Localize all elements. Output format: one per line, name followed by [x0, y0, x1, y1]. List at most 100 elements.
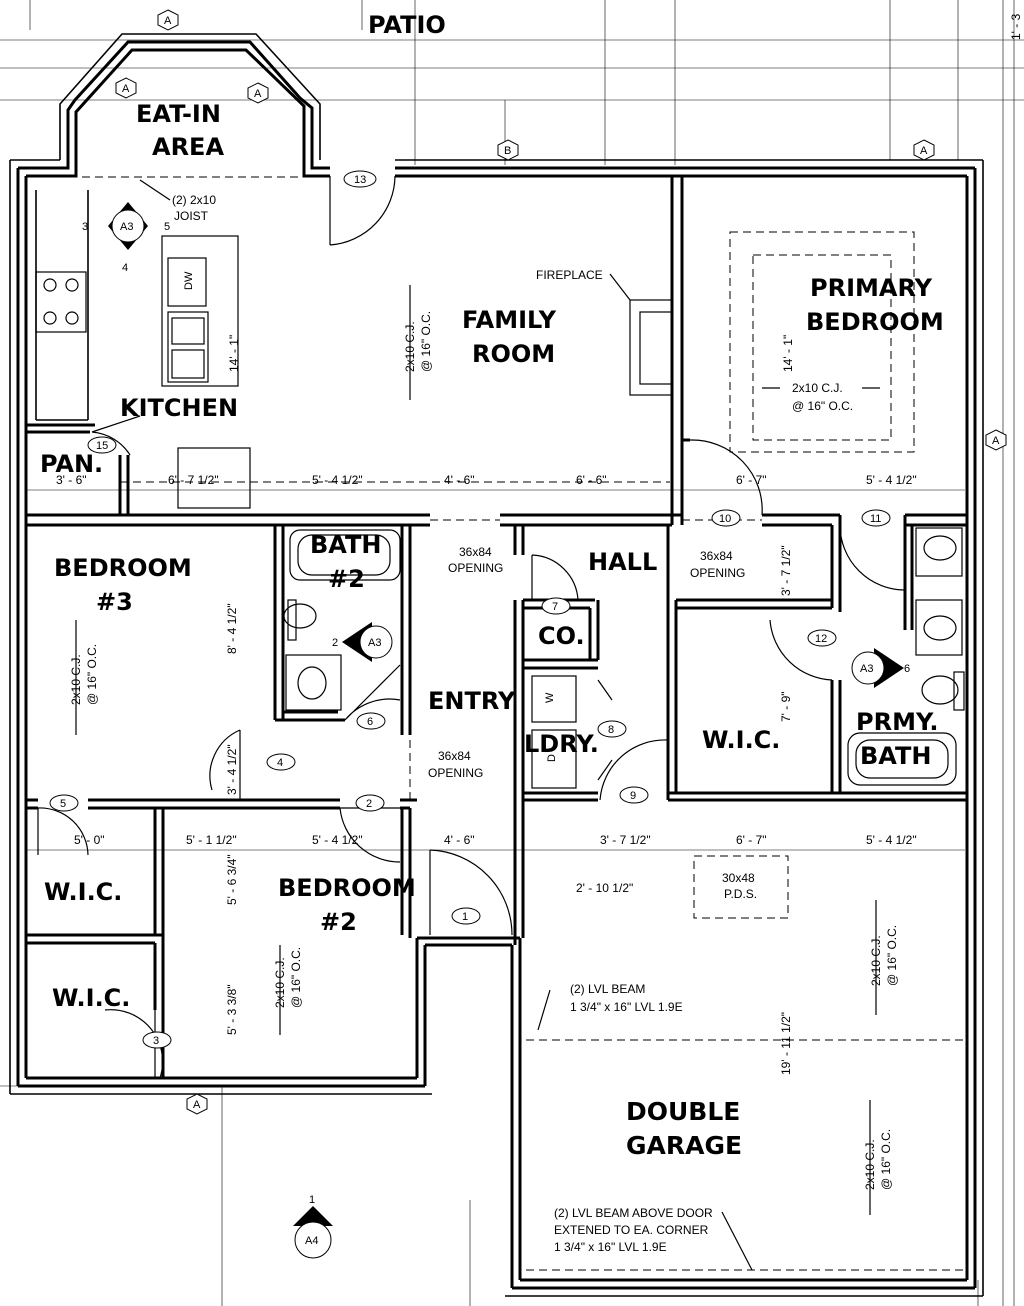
dim-hall-depth: 3' - 4 1/2" — [225, 744, 239, 795]
section-marker-kitchen: A3 3 5 4 — [82, 202, 170, 274]
grid-tag-a: A — [913, 139, 935, 161]
dishwasher-icon — [167, 257, 207, 307]
openings — [30, 176, 964, 1271]
cj-note-bed2-2: @ 16" O.C. — [289, 947, 303, 1008]
primary-bath-label-2: BATH — [860, 742, 931, 770]
cj-note-garage-b-2: @ 16" O.C. — [879, 1129, 893, 1190]
svg-text:A: A — [920, 145, 928, 157]
bedroom3-label-2: #3 — [96, 588, 133, 616]
svg-text:A: A — [164, 15, 172, 27]
dim-garage-a: 3' - 7 1/2" — [600, 833, 651, 847]
svg-text:10: 10 — [719, 513, 731, 525]
lvl-door-note-3: 1 3/4" x 16" LVL 1.9E — [554, 1240, 667, 1254]
svg-text:6: 6 — [367, 716, 373, 728]
door-6 — [344, 664, 401, 721]
opening-label: OPENING — [448, 561, 503, 575]
fireplace-note: FIREPLACE — [536, 268, 603, 282]
dim-wic-a: 5' - 0" — [74, 833, 105, 847]
toilet-icon — [921, 675, 959, 705]
grid-tag-a: A — [115, 77, 137, 99]
svg-text:A: A — [122, 83, 130, 95]
grid-tag-a: A — [985, 429, 1007, 451]
svg-text:8: 8 — [608, 724, 614, 736]
bathtub-icon — [289, 529, 401, 581]
section-marker-a4: A4 1 — [293, 1194, 333, 1259]
dim-pds-offset: 2' - 10 1/2" — [576, 881, 633, 895]
eat-in-label-2: AREA — [152, 133, 224, 161]
svg-text:A4: A4 — [305, 1235, 318, 1247]
pantry-label: PAN. — [40, 450, 103, 478]
fridge-icon — [177, 447, 251, 509]
dim-entry-b: 4' - 6" — [444, 833, 475, 847]
dim-garage-b: 6' - 7" — [736, 833, 767, 847]
svg-text:A: A — [254, 88, 262, 100]
door-tag-15: 15 — [87, 436, 117, 454]
svg-text:B: B — [504, 145, 511, 157]
svg-text:9: 9 — [630, 790, 636, 802]
room-labels: PATIO EAT-IN AREA KITCHEN PAN. FAMILY RO… — [40, 11, 944, 1160]
garage-label: DOUBLE — [626, 1097, 740, 1126]
fireplace-icon — [629, 299, 673, 396]
primary-wic-label: W.I.C. — [702, 726, 780, 754]
svg-text:4: 4 — [122, 262, 128, 274]
grid-tag-b: B — [497, 139, 519, 161]
svg-text:A3: A3 — [368, 637, 381, 649]
svg-text:3: 3 — [82, 221, 88, 233]
hall-label: HALL — [588, 548, 657, 576]
dim-primary-depth: 14' - 1" — [781, 335, 795, 372]
opening-label-3: OPENING — [428, 766, 483, 780]
kitchen-island — [161, 235, 239, 387]
svg-text:4: 4 — [277, 757, 283, 769]
pull-down-stairs — [693, 855, 789, 919]
opening-size: 36x84 — [459, 545, 492, 559]
dryer-icon — [531, 729, 577, 789]
eat-in-label: EAT-IN — [136, 100, 221, 128]
grid-tag-a: A — [247, 82, 269, 104]
svg-text:5: 5 — [60, 798, 66, 810]
lvl-door-note-2: EXTENED TO EA. CORNER — [554, 1223, 709, 1237]
dim-wic: 6' - 7" — [736, 473, 767, 487]
door-tags: 13 15 10 11 7 12 6 8 4 9 5 2 1 3 — [49, 170, 891, 1049]
opening-size-2: 36x84 — [700, 549, 733, 563]
door-7 — [531, 554, 579, 601]
patio-label: PATIO — [368, 11, 446, 39]
door-1 — [429, 849, 513, 936]
door-15 — [91, 415, 141, 456]
vanity-icon — [915, 527, 963, 577]
svg-text:6: 6 — [904, 663, 910, 675]
door-tag-12: 12 — [807, 629, 837, 647]
door-9 — [599, 739, 669, 801]
svg-text:A: A — [193, 1099, 201, 1111]
door-11 — [839, 524, 906, 591]
opening-label-2: OPENING — [690, 566, 745, 580]
laundry-label: LDRY. — [524, 730, 599, 758]
pds-label: P.D.S. — [724, 887, 757, 901]
family-room-label: FAMILY — [462, 306, 557, 334]
cj-note-family-2: @ 16" O.C. — [419, 311, 433, 372]
door-tag-11: 11 — [861, 509, 891, 527]
dim-pwic-depth: 7' - 9" — [779, 691, 793, 722]
dim-entry: 4' - 6" — [444, 473, 475, 487]
dim-bed3-depth: 8' - 4 1/2" — [225, 603, 239, 654]
bath2-label-2: #2 — [328, 565, 365, 593]
grid-tag-a: A — [186, 1093, 208, 1115]
door-tag-8: 8 — [597, 720, 627, 738]
door-tag-7: 7 — [541, 597, 571, 615]
dim-wic-b: 5' - 1 1/2" — [186, 833, 237, 847]
dim-garage-depth: 19' - 11 1/2" — [779, 1012, 793, 1075]
door-tag-4: 4 — [266, 753, 296, 771]
range-icon — [35, 271, 87, 333]
svg-text:1: 1 — [462, 911, 468, 923]
door-tag-10: 10 — [711, 509, 741, 527]
svg-text:A3: A3 — [120, 221, 133, 233]
svg-text:A: A — [992, 435, 1000, 447]
cj-note-primary-2: @ 16" O.C. — [792, 399, 853, 413]
door-5 — [37, 807, 89, 856]
door-12 — [769, 619, 833, 681]
vanity-icon — [285, 654, 342, 711]
grid-tags: A A A B A A A — [115, 9, 1007, 1115]
wic-label: W.I.C. — [44, 878, 122, 906]
section-marker-pbath: A3 6 — [851, 648, 910, 688]
entry-label: ENTRY — [428, 687, 516, 715]
